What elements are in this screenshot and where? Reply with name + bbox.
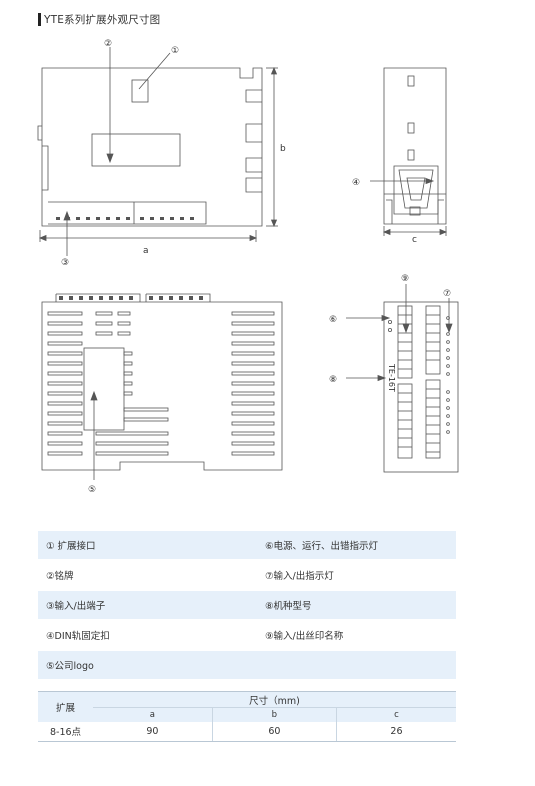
callout-8: ⑧ (329, 375, 337, 385)
value-b: 60 (212, 721, 337, 742)
page-title: YTE系列扩展外观尺寸图 (44, 13, 161, 26)
group-header: 尺寸（mm) (93, 691, 456, 708)
front-view (37, 67, 263, 227)
dimension-b-label: b (280, 144, 286, 154)
dimension-drawings: ① ② ③ ④ ⑤ ⑥ ⑦ ⑧ ⑨ a b c TE-16T (37, 39, 459, 495)
title-marker (38, 12, 41, 26)
legend-item: ④DIN轨固定扣 (46, 631, 110, 642)
row-header: 扩展 (38, 691, 93, 722)
dimension-c-label: c (412, 235, 417, 245)
legend-row: ③输入/出端子 ⑧机种型号 (38, 591, 456, 619)
column-header-a: a (93, 707, 213, 722)
top-view (41, 293, 283, 471)
callout-4: ④ (352, 178, 360, 188)
page-title-wrap: YTE系列扩展外观尺寸图 (38, 10, 160, 28)
legend-item: ⑧机种型号 (265, 601, 312, 612)
indicator-panel (383, 301, 459, 473)
legend-item: ②铭牌 (46, 571, 74, 582)
legend-item: ① 扩展接口 (46, 541, 96, 552)
legend-row: ④DIN轨固定扣 ⑨输入/出丝印名称 (38, 621, 456, 649)
callout-1: ① (171, 46, 179, 56)
dimension-a-label: a (143, 246, 149, 256)
callout-5: ⑤ (88, 485, 96, 495)
column-header-c: c (336, 707, 456, 722)
vent-slots (47, 311, 275, 456)
value-a: 90 (93, 721, 213, 742)
legend-row: ⑤公司logo (38, 651, 456, 679)
front-terminals (56, 217, 194, 220)
legend-item: ⑥电源、运行、出错指示灯 (265, 541, 379, 552)
dimensions-table: 扩展 尺寸（mm) a b c 8-16点 90 60 26 (38, 691, 456, 742)
side-view (383, 67, 447, 225)
legend-row: ① 扩展接口 ⑥电源、运行、出错指示灯 (38, 531, 456, 559)
row-label: 8-16点 (38, 721, 93, 742)
legend: ① 扩展接口 ⑥电源、运行、出错指示灯 ②铭牌 ⑦输入/出指示灯 ③输入/出端子… (38, 531, 456, 681)
legend-item: ⑤公司logo (46, 661, 94, 672)
callout-6: ⑥ (329, 315, 337, 325)
column-header-b: b (212, 707, 337, 722)
legend-row: ②铭牌 ⑦输入/出指示灯 (38, 561, 456, 589)
legend-item: ③输入/出端子 (46, 601, 106, 612)
callout-3: ③ (61, 258, 69, 268)
legend-item: ⑨输入/出丝印名称 (265, 631, 344, 642)
model-number-label: TE-16T (387, 363, 396, 392)
legend-item: ⑦输入/出指示灯 (265, 571, 334, 582)
callout-2: ② (104, 39, 112, 49)
top-terminal-screws (59, 296, 203, 300)
value-c: 26 (336, 721, 456, 742)
callout-7: ⑦ (443, 289, 451, 299)
callout-9: ⑨ (401, 274, 409, 284)
